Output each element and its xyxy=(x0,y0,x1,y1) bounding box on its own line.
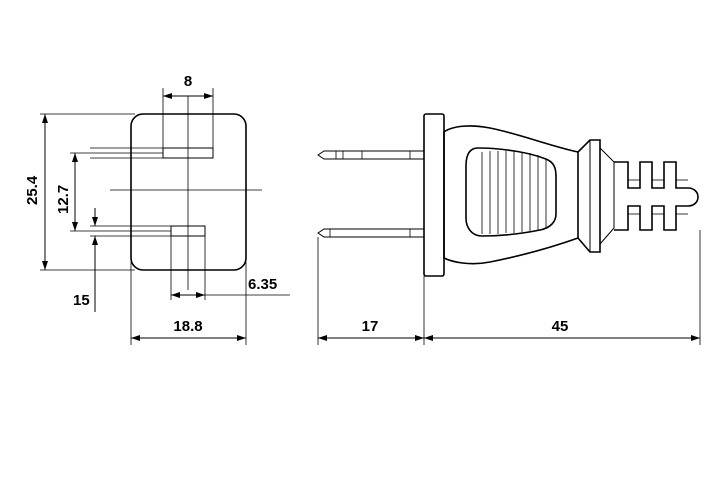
plug-collar xyxy=(577,139,601,253)
dim-15-label: 15 xyxy=(73,292,90,309)
collar-neck xyxy=(599,147,615,245)
plug-body-outline xyxy=(443,125,579,265)
plug-face-outline xyxy=(130,113,247,271)
side-view: 17 45 xyxy=(317,113,701,345)
dim-45-label: 45 xyxy=(552,318,569,335)
plug-flange xyxy=(423,113,445,277)
front-view: 8 25.4 12.7 15 6.35 18.8 xyxy=(24,73,290,345)
strain-relief xyxy=(614,161,699,231)
dim-12-7-label: 12.7 xyxy=(55,185,72,214)
top-blade xyxy=(317,150,425,160)
dim-8-label: 8 xyxy=(184,73,192,90)
dim-18-8-label: 18.8 xyxy=(173,318,202,335)
dim-6-35-label: 6.35 xyxy=(248,276,277,293)
dim-25-4-label: 25.4 xyxy=(24,175,41,205)
dim-17-label: 17 xyxy=(362,318,379,335)
grip-recess xyxy=(465,147,557,237)
grip-ribs xyxy=(481,151,547,234)
bottom-blade xyxy=(317,228,425,238)
